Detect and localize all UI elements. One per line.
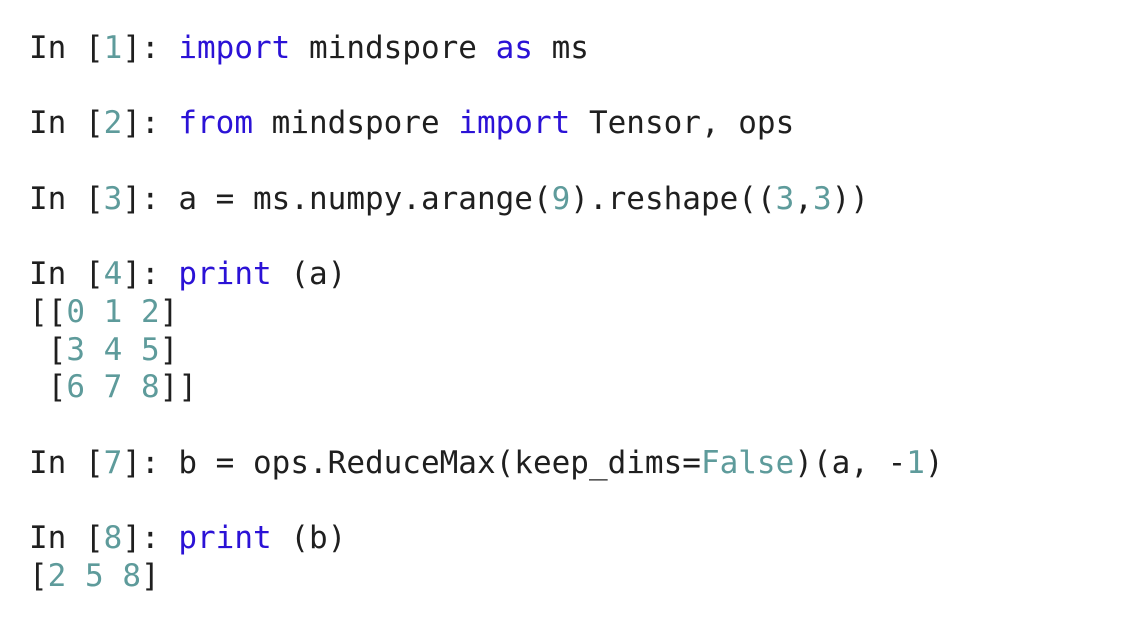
- in-prompt-label: In: [29, 256, 85, 293]
- code-text: )(a, -: [794, 444, 907, 481]
- code-input: import mindspore as ms: [178, 30, 589, 66]
- prompt-close-bracket: ]: [122, 256, 142, 293]
- code-input: print (b): [178, 520, 346, 556]
- prompt-colon: :: [141, 256, 179, 293]
- prompt-close-bracket: ]: [122, 519, 142, 556]
- output-bracket: [[: [29, 293, 67, 330]
- blank-line: [29, 407, 944, 445]
- in-prompt-label: In: [29, 444, 85, 481]
- prompt-close-bracket: ]: [122, 105, 142, 142]
- prompt-colon: :: [141, 519, 179, 556]
- output-number: 6 7 8: [66, 369, 160, 406]
- code-keyword: import: [178, 30, 291, 66]
- prompt-number: 1: [103, 30, 123, 66]
- prompt-colon: :: [141, 180, 179, 217]
- prompt-colon: :: [141, 30, 179, 66]
- in-prompt-label: In: [29, 105, 85, 142]
- input-line: In [3]: a = ms.numpy.arange(9).reshape((…: [29, 181, 944, 219]
- prompt-close-bracket: ]: [122, 180, 142, 217]
- code-number: 9: [551, 180, 571, 217]
- input-line: In [7]: b = ops.ReduceMax(keep_dims=Fals…: [29, 445, 944, 483]
- output-line: [[0 1 2]: [29, 294, 944, 332]
- blank-line: [29, 482, 944, 520]
- output-number: 2 5 8: [47, 557, 141, 594]
- code-input: a = ms.numpy.arange(9).reshape((3,3)): [178, 181, 869, 217]
- prompt-number: 2: [103, 105, 123, 142]
- code-text: b = ops.ReduceMax(keep_dims=: [178, 444, 701, 481]
- code-keyword: as: [495, 30, 533, 66]
- code-number: 1: [906, 444, 925, 481]
- input-line: In [1]: import mindspore as ms: [29, 30, 944, 68]
- code-text: )): [831, 180, 869, 217]
- input-line: In [4]: print (a): [29, 256, 944, 294]
- code-number: 3: [812, 180, 832, 217]
- prompt-close-bracket: ]: [122, 444, 142, 481]
- prompt-number: 3: [103, 180, 123, 217]
- input-line: In [8]: print (b): [29, 520, 944, 558]
- code-input: b = ops.ReduceMax(keep_dims=False)(a, -1…: [178, 445, 943, 481]
- blank-line: [29, 218, 944, 256]
- output-line: [6 7 8]]: [29, 369, 944, 407]
- output-bracket: [: [29, 331, 67, 368]
- prompt-number: 7: [103, 444, 123, 481]
- output-bracket: ]]: [159, 369, 197, 406]
- code-text: (a): [271, 256, 347, 293]
- code-keyword: from: [178, 105, 253, 142]
- prompt-open-bracket: [: [85, 256, 104, 293]
- code-text: mindspore: [253, 105, 459, 142]
- input-line: In [2]: from mindspore import Tensor, op…: [29, 105, 944, 143]
- output-line: [2 5 8]: [29, 558, 944, 596]
- output-bracket: ]: [159, 331, 179, 368]
- output-bracket: ]: [141, 557, 160, 594]
- prompt-number: 8: [103, 519, 123, 556]
- code-text: a = ms.numpy.arange(: [178, 180, 552, 217]
- prompt-open-bracket: [: [85, 519, 104, 556]
- prompt-colon: :: [141, 444, 179, 481]
- code-number: False: [700, 444, 795, 481]
- code-text: (b): [271, 519, 347, 556]
- code-text: mindspore: [290, 30, 496, 66]
- in-prompt-label: In: [29, 180, 85, 217]
- prompt-number: 4: [103, 256, 123, 293]
- prompt-open-bracket: [: [85, 180, 104, 217]
- in-prompt-label: In: [29, 30, 85, 66]
- output-bracket: [: [29, 369, 67, 406]
- prompt-colon: :: [141, 105, 179, 142]
- prompt-close-bracket: ]: [122, 30, 142, 66]
- code-text: Tensor, ops: [570, 105, 795, 142]
- code-input: from mindspore import Tensor, ops: [178, 105, 794, 141]
- output-number: 3 4 5: [66, 331, 160, 368]
- in-prompt-label: In: [29, 519, 85, 556]
- code-text: ,: [794, 180, 813, 217]
- prompt-open-bracket: [: [85, 105, 104, 142]
- code-keyword: import: [458, 105, 571, 142]
- output-bracket: [: [29, 557, 48, 594]
- prompt-open-bracket: [: [85, 30, 104, 66]
- code-number: 3: [775, 180, 795, 217]
- blank-line: [29, 68, 944, 106]
- output-bracket: ]: [159, 293, 179, 330]
- blank-line: [29, 143, 944, 181]
- prompt-open-bracket: [: [85, 444, 104, 481]
- code-text: ).reshape((: [570, 180, 776, 217]
- code-keyword: print: [178, 256, 272, 293]
- code-keyword: print: [178, 519, 272, 556]
- output-number: 0 1 2: [66, 293, 160, 330]
- code-input: print (a): [178, 256, 346, 292]
- code-text: ms: [532, 30, 589, 66]
- code-text: ): [924, 444, 944, 481]
- output-line: [3 4 5]: [29, 332, 944, 370]
